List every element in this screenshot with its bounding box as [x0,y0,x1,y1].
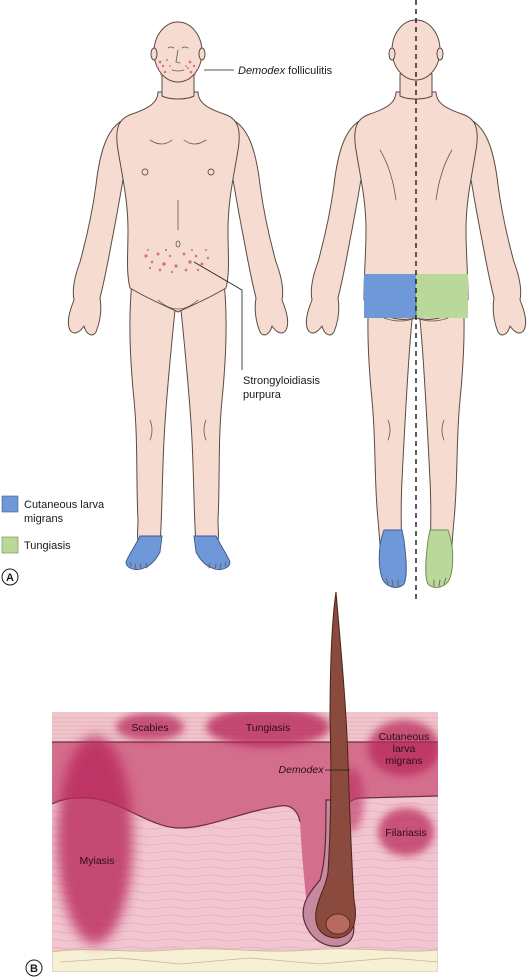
front-eyes [167,46,189,49]
panel-b: Scabies Tungiasis Cutaneous larva migran… [25,591,438,977]
front-mouth [171,69,185,72]
front-ear-right [150,47,158,61]
demodex-label: Demodex [279,764,325,776]
back-left-arm [305,117,367,336]
panel-a-marker [1,568,19,586]
legend-label-cutaneous-line2: migrans [24,513,64,525]
hair-bulb [325,913,351,935]
legend-swatch-cutaneous-larva [1,495,19,513]
back-left-toes [385,577,399,587]
front-left-leg [179,281,227,545]
back-ear-left [388,47,396,61]
front-body-figure [67,21,289,571]
scabies-label: Scabies [131,722,168,734]
panel-a: Demodex folliculitis Strongyloidiasis pu… [1,0,527,600]
hair-follicle [302,591,356,947]
back-right-arm [465,117,527,336]
demodex-folliculitis-italic: Demodex [238,65,286,77]
front-groin [157,299,199,310]
fat-texture [59,957,438,965]
panel-a-letter: A [6,572,14,584]
legend-label-cutaneous-line1: Cutaneous larva [24,499,105,511]
front-toes [129,561,227,570]
back-body-figure [305,19,527,588]
strongyloidiasis-leader [193,261,243,370]
front-navel [175,240,181,248]
legend: Cutaneous larva migrans Tungiasis [1,495,105,554]
subcutaneous-fat-layer [52,948,438,972]
cutaneous-larva-label-line1: Cutaneous [379,731,430,743]
back-right-toes [433,577,447,587]
back-knees [387,419,445,441]
back-right-foot-tungiasis [425,529,454,588]
back-right-leg [417,281,465,567]
front-nose [175,49,181,64]
front-right-foot-cutaneous-larva [125,535,163,571]
legend-label-tungiasis: Tungiasis [24,540,71,552]
front-nipple-right [141,168,149,176]
panel-b-letter: B [30,963,38,975]
back-neck [399,73,433,100]
cutaneous-larva-migrans-lesion [368,720,438,776]
legend-swatch-tungiasis [1,536,19,554]
strongyloidiasis-label-line2: purpura [243,389,282,401]
strongyloidiasis-label-line1: Strongyloidiasis [243,375,321,387]
front-pectorals [149,139,207,145]
front-left-arm [227,117,289,336]
cutaneous-larva-label-line3: migrans [385,755,422,767]
strongyloidiasis-purpura-rash [144,248,210,274]
demodex-folliculitis-rest: folliculitis [285,65,333,77]
demodex-folliculitis-label: Demodex folliculitis [238,65,333,77]
hair-shaft [315,591,356,939]
front-ear-left [198,47,206,61]
demodex-face-rash [156,59,199,75]
filariasis-lesion [378,808,434,856]
filariasis-label: Filariasis [385,827,426,839]
panel-b-marker [25,959,43,977]
tungiasis-lesion [206,712,330,747]
scabies-lesion [116,713,184,741]
front-right-leg [129,281,177,545]
front-left-foot-cutaneous-larva [193,535,231,571]
buttock-cutaneous-larva-migrans [364,274,416,318]
back-shoulder-blades [379,149,453,201]
tungiasis-label: Tungiasis [246,722,291,734]
front-right-arm [67,117,129,336]
back-ear-right [436,47,444,61]
front-knees [149,419,207,441]
front-nipple-left [207,168,215,176]
buttock-tungiasis [416,274,468,318]
myiasis-label: Myiasis [79,855,114,867]
cutaneous-larva-label-line2: larva [393,743,416,755]
back-left-foot-cutaneous-larva [378,529,407,588]
back-left-leg [367,281,415,567]
myiasis-lesion [57,736,133,944]
